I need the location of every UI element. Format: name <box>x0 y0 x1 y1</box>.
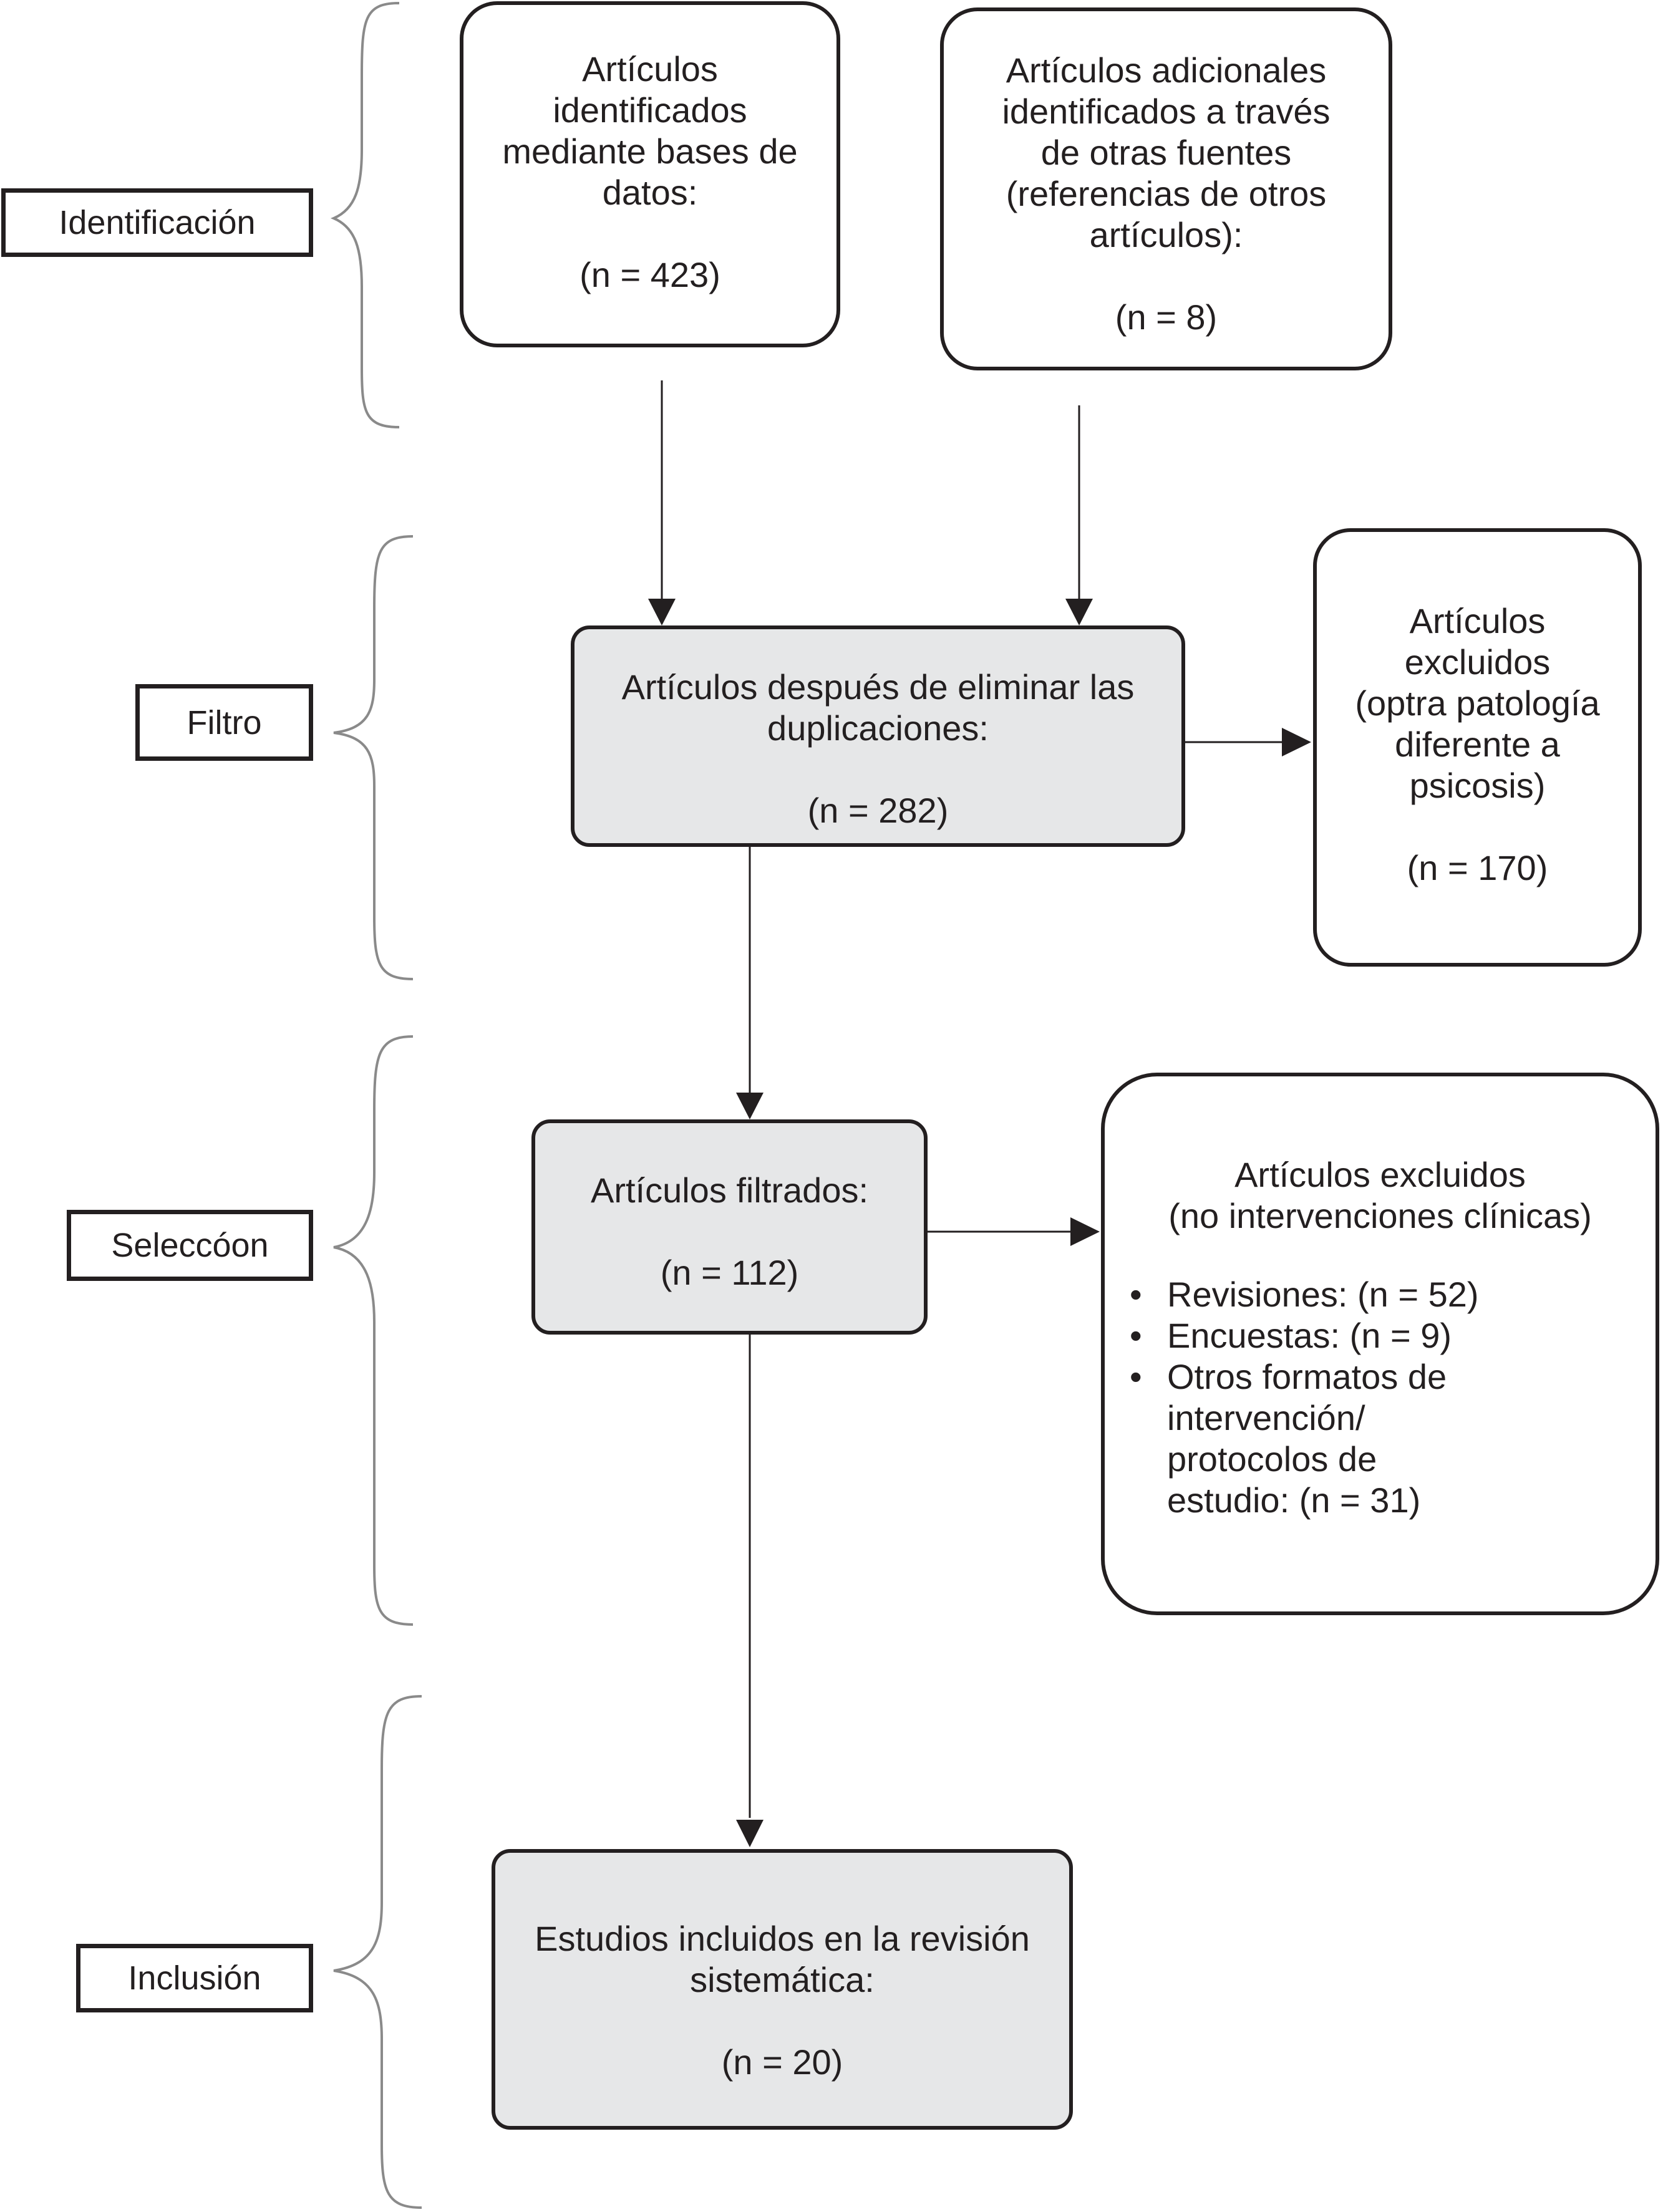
arrowhead-filtered <box>736 1093 764 1119</box>
box-text-line: (referencias de otros <box>1006 174 1327 213</box>
stage-label-inclusion: Inclusión <box>76 1944 313 2012</box>
exclusion-reasons-list: Revisiones: (n = 52) Encuestas: (n = 9) … <box>1105 1274 1656 1521</box>
box-database-records: Artículos identificados mediante bases d… <box>460 1 840 347</box>
arrowhead-included <box>736 1820 764 1847</box>
arrowhead-databases <box>648 599 676 625</box>
exclusion-reason-continuation: protocolos de <box>1167 1439 1377 1479</box>
box-after-duplicates: Artículos después de eliminar las duplic… <box>571 625 1185 847</box>
stage-label-selection: Seleccóon <box>67 1210 313 1281</box>
box-text-line: datos: <box>602 173 698 212</box>
box-text-line: de otras fuentes <box>1040 133 1292 172</box>
box-text-line: sistemática: <box>690 1960 875 1999</box>
exclusion-reason-continuation: estudio: (n = 31) <box>1167 1480 1421 1520</box>
box-text-line: Artículos adicionales <box>1006 51 1327 90</box>
brace-filter <box>333 535 414 980</box>
brace-inclusion <box>333 1695 422 2209</box>
stage-label-text: Filtro <box>187 703 262 741</box>
box-excluded-non-clinical: Artículos excluidos (no intervenciones c… <box>1101 1073 1659 1615</box>
box-text-line: identificados a través <box>1002 92 1331 131</box>
record-count: (n = 8) <box>1115 297 1218 337</box>
record-count: (n = 282) <box>807 791 949 830</box>
box-text-line: Artículos <box>1409 601 1546 640</box>
box-filtered: Artículos filtrados: (n = 112) <box>531 1119 928 1335</box>
box-text-line: Artículos filtrados: <box>590 1171 869 1210</box>
stage-label-identification: Identificación <box>1 188 313 257</box>
box-text-line: Artículos después de eliminar las <box>621 667 1135 707</box>
stage-label-filter: Filtro <box>135 684 313 761</box>
exclusion-reason-item: Otros formatos de <box>1105 1356 1656 1398</box>
box-other-sources: Artículos adicionales identificados a tr… <box>940 7 1392 370</box>
exclusion-reason-item: Revisiones: (n = 52) <box>1105 1274 1656 1315</box>
box-text-line: Artículos <box>582 49 718 89</box>
stage-label-text: Identificación <box>59 204 256 241</box>
exclusion-reason-item: Encuestas: (n = 9) <box>1105 1315 1656 1356</box>
stage-label-text: Seleccóon <box>111 1227 269 1264</box>
exclusion-reason-continuation: intervención/ <box>1167 1398 1365 1437</box>
box-excluded-pathology: Artículos excluidos (optra patología dif… <box>1313 528 1642 967</box>
arrowhead-other-sources <box>1065 599 1093 625</box>
box-text-line: Estudios incluidos en la revisión <box>535 1919 1030 1958</box>
box-text-line: artículos): <box>1089 215 1243 254</box>
box-text-line: (optra patología <box>1355 683 1600 723</box>
stage-label-text: Inclusión <box>128 1959 261 1997</box>
box-text-line: (no intervenciones clínicas) <box>1168 1196 1592 1235</box>
brace-selection <box>333 1035 414 1626</box>
arrowhead-excluded-non-clinical <box>1070 1217 1100 1246</box>
box-text-line: identificados <box>553 90 747 130</box>
box-text-line: excluidos <box>1404 642 1551 682</box>
box-text-line: psicosis) <box>1409 766 1546 805</box>
box-text-line: diferente a <box>1395 725 1560 764</box>
box-text-line: Artículos excluidos <box>1234 1155 1526 1194</box>
record-count: (n = 170) <box>1407 848 1548 887</box>
arrowhead-excluded-pathology <box>1282 728 1311 756</box>
record-count: (n = 20) <box>721 2042 843 2082</box>
record-count: (n = 112) <box>660 1253 799 1292</box>
record-count: (n = 423) <box>579 255 720 294</box>
box-included-studies: Estudios incluidos en la revisión sistem… <box>492 1849 1073 2130</box>
brace-identification <box>330 2 400 428</box>
box-text-line: duplicaciones: <box>767 708 989 748</box>
box-text-line: mediante bases de <box>502 132 798 171</box>
